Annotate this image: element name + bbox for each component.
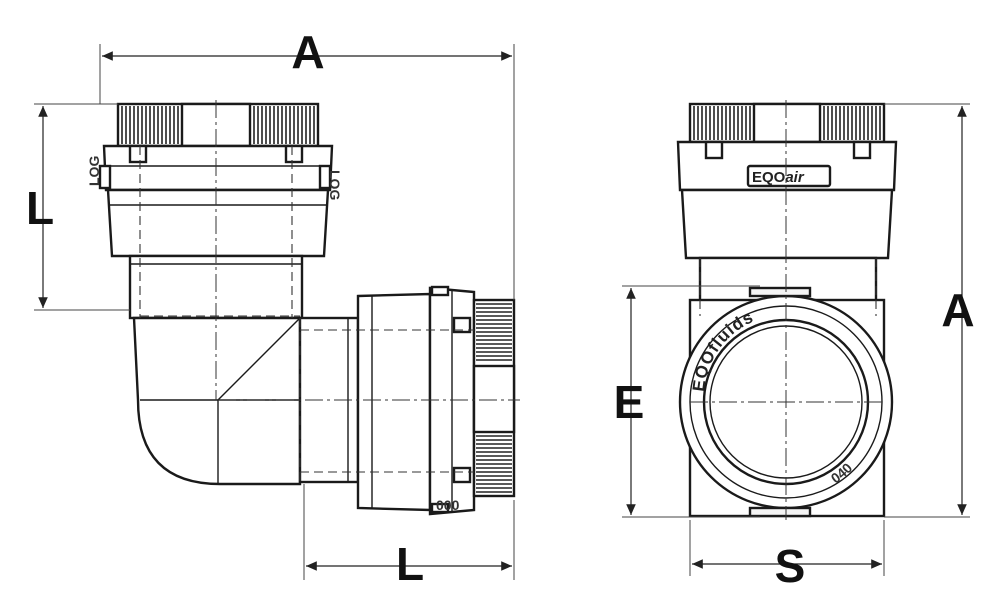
dimension-L-vertical-label: L — [26, 182, 54, 234]
front-upper-body — [680, 188, 894, 260]
dimension-A-right — [884, 103, 970, 518]
front-top-knurled-nut — [688, 102, 886, 144]
left-elbow-view: LOG LOG 000 A L L — [26, 26, 520, 590]
dimension-S-label: S — [775, 540, 806, 592]
dimension-L-vertical — [34, 103, 130, 311]
dimension-L-horizontal — [303, 484, 515, 580]
dimension-A-top-label: A — [291, 26, 324, 78]
dimension-E-label: E — [614, 376, 645, 428]
front-centerlines — [690, 100, 884, 520]
upper-body — [106, 188, 330, 258]
top-knurled-nut — [116, 102, 320, 148]
elbow-body — [132, 316, 302, 486]
side-tag-text: LOG — [86, 156, 102, 186]
side-tag-text-right: LOG — [327, 170, 343, 200]
small-tag-text: 000 — [436, 497, 460, 513]
right-knurled-nut — [472, 298, 516, 498]
right-front-view: EQOair EQOfluids 040 — [614, 100, 975, 592]
front-clip-collar — [676, 140, 898, 192]
dimension-A-right-label: A — [941, 284, 974, 336]
left-hidden-lines — [139, 100, 520, 484]
dimension-S — [689, 520, 885, 576]
dimension-A-top — [99, 44, 515, 300]
right-body — [356, 292, 432, 512]
top-clip-collar — [98, 144, 334, 192]
dimension-E — [622, 285, 760, 518]
brand-marking: EQOair — [752, 169, 805, 186]
right-clip-collar — [428, 285, 476, 516]
dimension-L-horizontal-label: L — [396, 538, 424, 590]
